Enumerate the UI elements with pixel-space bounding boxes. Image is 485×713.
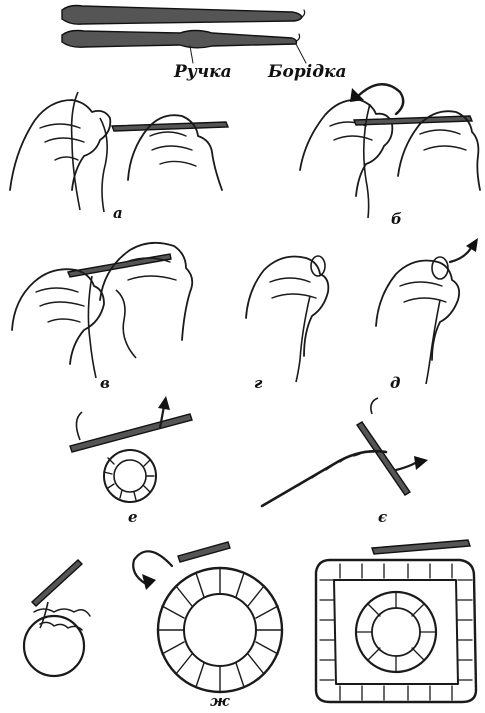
crochet-hook-top [62,6,305,25]
step-label-d: д [390,374,400,392]
step-label-ye: є [378,508,387,526]
beard-label: Борідка [268,62,347,82]
step-label-b: б [391,210,402,228]
figure-d-hand [376,238,478,384]
step-label-a: а [113,204,123,222]
figure-v-hands [12,243,192,378]
figure-zh-ring [133,542,282,692]
step-label-zh: ж [210,692,230,710]
handle-pointer-line [190,46,193,63]
crochet-hook-bottom [62,31,300,48]
figure-square-motif [316,540,476,702]
figure-ring-small [24,560,90,676]
beard-pointer-line [296,44,306,63]
figure-b-hands [300,84,480,218]
figure-a-right-hand [112,115,228,190]
figure-a-left-hand [10,92,110,212]
arrow-head-d [466,238,478,252]
arrow-head-zh [142,574,156,590]
handle-label: Ручка [174,62,232,82]
arrow-head-ye [414,456,428,470]
figure-ye-chain [262,398,428,506]
arrow-head-e [158,396,170,410]
figure-e-ring-chain [70,396,192,502]
figure-g-hand [246,256,328,382]
arrow-head-b [350,88,364,102]
step-label-g: г [254,374,262,392]
step-label-v: в [100,374,110,392]
step-label-e: е [128,508,138,526]
